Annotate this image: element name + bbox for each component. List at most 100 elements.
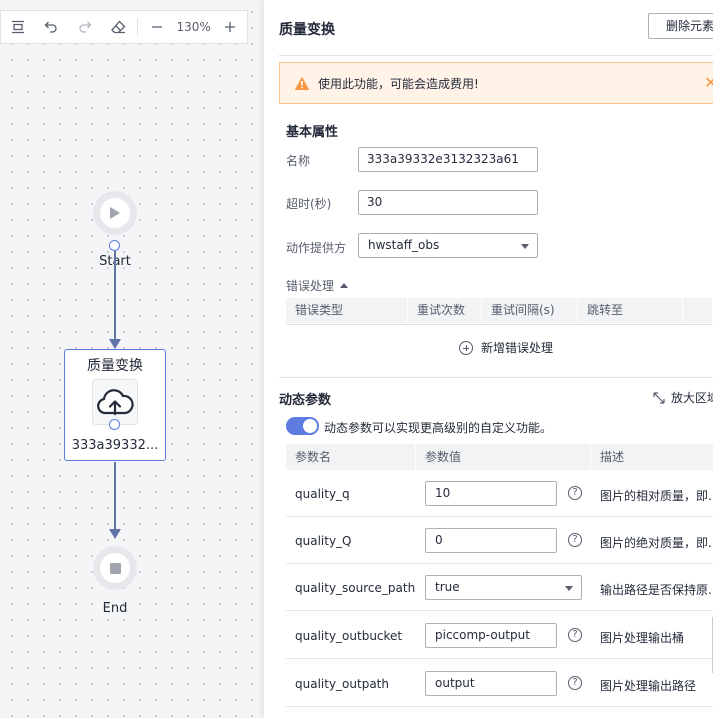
zoom-in-button[interactable] xyxy=(213,11,247,43)
start-node-inner xyxy=(100,198,130,228)
panel-title: 质量变换 xyxy=(279,22,335,38)
add-error-handling-label: 新增错误处理 xyxy=(481,341,554,355)
task-output-port[interactable] xyxy=(109,419,120,430)
param-row: quality_source_path true 输出路径是否保持原... xyxy=(286,564,713,611)
redo-icon xyxy=(79,21,92,33)
param-value-input[interactable]: output xyxy=(425,671,557,696)
name-input[interactable]: 333a39332e3132323a61 xyxy=(358,147,538,172)
provider-label: 动作提供方 xyxy=(286,241,347,255)
param-value-input[interactable]: 0 xyxy=(425,528,557,553)
zoom-area-button[interactable]: 放大区域 xyxy=(653,389,713,406)
param-name: quality_outbucket xyxy=(295,629,403,643)
zoom-area-label: 放大区域 xyxy=(671,391,713,405)
canvas-toolbar: 130% xyxy=(0,10,248,44)
dynamic-section-title: 动态参数 xyxy=(279,393,332,408)
dynamic-params-switch[interactable] xyxy=(286,417,319,435)
undo-icon xyxy=(44,21,57,33)
param-row: quality_outbucket piccomp-output ? 图片处理输… xyxy=(286,612,713,659)
param-col-value: 参数值 xyxy=(425,450,462,464)
align-button[interactable] xyxy=(1,11,35,43)
param-description: 图片的绝对质量，即... xyxy=(600,536,713,550)
expand-icon xyxy=(653,391,665,404)
error-col-jump: 跳转至 xyxy=(578,298,683,323)
param-row: quality_outpath output ? 图片处理输出路径 xyxy=(286,660,713,707)
undo-button[interactable] xyxy=(35,11,69,43)
timeout-input[interactable]: 30 xyxy=(358,190,538,215)
error-col-retry-interval: 重试间隔(s) xyxy=(482,298,578,323)
stop-icon xyxy=(109,562,121,574)
task-node-name: 333a39332... xyxy=(71,438,159,453)
align-icon xyxy=(11,20,24,34)
flow-canvas[interactable]: 130% Start 质量变换 333a39332... End xyxy=(0,0,264,718)
end-label: End xyxy=(102,601,128,616)
column-separator xyxy=(415,444,416,470)
param-name: quality_Q xyxy=(295,534,352,548)
name-label: 名称 xyxy=(286,154,311,168)
error-handling-toggle[interactable]: 错误处理 xyxy=(286,277,349,294)
error-col-extra xyxy=(683,298,713,323)
end-node-inner xyxy=(100,553,130,583)
param-description: 图片的相对质量，即... xyxy=(600,489,713,503)
plus-icon xyxy=(225,22,236,32)
provider-select[interactable]: hwstaff_obs xyxy=(358,233,538,258)
help-icon[interactable]: ? xyxy=(568,533,582,547)
error-col-type: 错误类型 xyxy=(286,298,408,323)
redo-button[interactable] xyxy=(68,11,102,43)
chevron-down-icon xyxy=(565,586,573,591)
edge-start-task[interactable] xyxy=(114,251,116,341)
provider-select-value: hwstaff_obs xyxy=(368,238,440,252)
help-icon[interactable]: ? xyxy=(568,486,582,500)
edge-arrow xyxy=(109,339,121,349)
properties-panel: 质量变换 删除元素 使用此功能，可能会造成费用! ✕ 基本属性 名称 333a3… xyxy=(264,0,713,718)
warning-icon xyxy=(294,76,310,90)
switch-knob xyxy=(303,419,317,433)
add-circle-icon xyxy=(459,340,473,355)
start-node[interactable] xyxy=(93,191,137,235)
zoom-out-button[interactable] xyxy=(140,11,174,43)
param-description: 图片处理输出路径 xyxy=(600,679,697,693)
zoom-level: 130% xyxy=(176,20,211,34)
error-handling-label: 错误处理 xyxy=(286,279,335,293)
timeout-label: 超时(秒) xyxy=(286,197,332,211)
help-icon[interactable]: ? xyxy=(568,628,582,642)
column-separator xyxy=(590,444,591,470)
delete-element-button[interactable]: 删除元素 xyxy=(648,13,713,39)
edge-arrow xyxy=(109,529,121,539)
add-error-handling-button[interactable]: 新增错误处理 xyxy=(459,339,553,356)
param-description: 输出路径是否保持原... xyxy=(600,583,713,597)
params-table-header: 参数名 参数值 描述 xyxy=(286,444,713,470)
param-row: quality_Q 0 ? 图片的绝对质量，即... xyxy=(286,517,713,564)
help-icon[interactable]: ? xyxy=(568,676,582,690)
param-select-value: true xyxy=(435,580,460,594)
error-col-retry-count: 重试次数 xyxy=(408,298,482,323)
task-node[interactable]: 质量变换 333a39332... xyxy=(64,349,166,461)
toolbar-divider xyxy=(137,18,139,36)
task-node-title: 质量变换 xyxy=(87,358,143,374)
divider xyxy=(279,55,713,56)
param-value-input[interactable]: piccomp-output xyxy=(425,623,557,648)
eraser-button[interactable] xyxy=(102,11,136,43)
start-output-port[interactable] xyxy=(109,240,120,251)
end-node[interactable] xyxy=(93,546,137,590)
edge-task-end[interactable] xyxy=(114,462,116,530)
divider xyxy=(279,377,713,378)
param-col-desc: 描述 xyxy=(600,450,625,464)
param-name: quality_source_path xyxy=(295,581,416,595)
param-description: 图片处理输出桶 xyxy=(600,631,685,645)
param-name: quality_outpath xyxy=(295,677,389,691)
basic-section-title: 基本属性 xyxy=(286,125,339,140)
collapse-arrow-icon xyxy=(340,283,349,288)
param-value-select[interactable]: true xyxy=(425,575,582,600)
param-value-input[interactable]: 10 xyxy=(425,481,557,506)
minus-icon xyxy=(152,26,163,28)
cloud-upload-icon xyxy=(97,389,134,416)
eraser-icon xyxy=(111,20,126,34)
warning-banner: 使用此功能，可能会造成费用! ✕ xyxy=(279,62,713,104)
divider xyxy=(286,324,713,325)
dynamic-params-switch-text: 动态参数可以实现更高级别的自定义功能。 xyxy=(324,421,553,435)
close-icon[interactable]: ✕ xyxy=(704,73,713,92)
chevron-down-icon xyxy=(521,244,529,249)
warning-text: 使用此功能，可能会造成费用! xyxy=(318,76,479,91)
param-row: quality_q 10 ? 图片的相对质量，即... xyxy=(286,470,713,517)
param-col-name: 参数名 xyxy=(295,450,332,464)
